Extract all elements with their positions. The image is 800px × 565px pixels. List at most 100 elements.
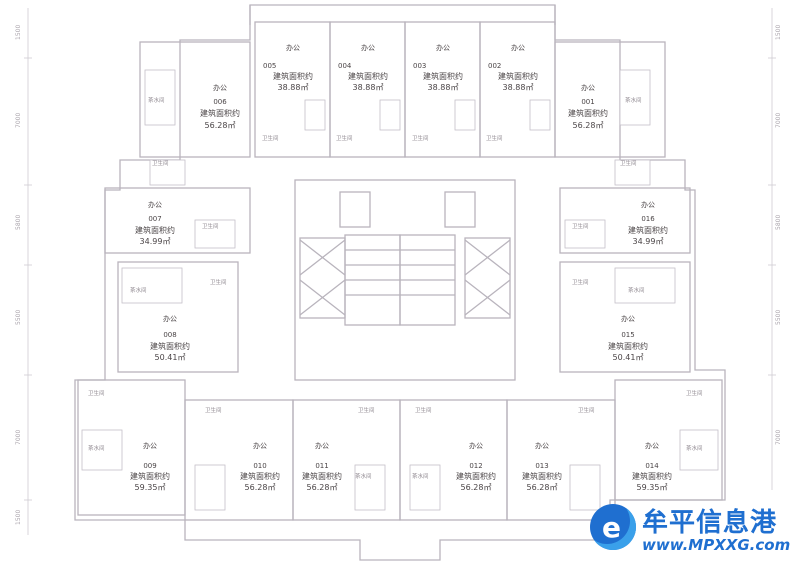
unit-005-use: 办公 bbox=[286, 43, 300, 52]
unit-012-area: 建筑面积约 bbox=[456, 471, 496, 481]
unit-004-sqm: 38.88㎡ bbox=[353, 83, 384, 92]
wc-007: 卫生间 bbox=[202, 222, 219, 230]
unit-016-use: 办公 bbox=[641, 200, 655, 209]
unit-016-sqm: 34.99㎡ bbox=[633, 237, 664, 246]
unit-008-area: 建筑面积约 bbox=[150, 341, 190, 351]
dim-left-5: 7000 bbox=[15, 430, 22, 445]
tea-room-009: 茶水间 bbox=[88, 444, 105, 452]
unit-009-use: 办公 bbox=[143, 441, 157, 450]
wc-004: 卫生间 bbox=[336, 134, 353, 142]
unit-015-area: 建筑面积约 bbox=[608, 341, 648, 351]
upper-side-units bbox=[139, 41, 666, 186]
wc-016: 卫生间 bbox=[572, 222, 589, 230]
unit-003-sqm: 38.88㎡ bbox=[428, 83, 459, 92]
dimension-labels: 1500 7000 5800 5500 7000 1500 1500 7000 … bbox=[15, 25, 782, 525]
wc-002: 卫生间 bbox=[486, 134, 503, 142]
dim-left-2: 7000 bbox=[15, 113, 22, 128]
top-units bbox=[254, 21, 556, 158]
wc-001: 卫生间 bbox=[620, 159, 637, 167]
dim-right-3: 5800 bbox=[775, 215, 782, 230]
mid-upper-units bbox=[104, 187, 691, 254]
dim-left-1: 1500 bbox=[15, 25, 22, 40]
unit-013-area: 建筑面积约 bbox=[522, 471, 562, 481]
logo-url: www.MPXXG.com bbox=[642, 536, 791, 554]
tea-room-012: 茶水间 bbox=[412, 472, 429, 480]
wc-010: 卫生间 bbox=[205, 406, 222, 414]
tea-room-006: 茶水间 bbox=[148, 96, 165, 104]
unit-015-sqm: 50.41㎡ bbox=[613, 353, 644, 362]
unit-010-use: 办公 bbox=[253, 441, 267, 450]
dimension-lines bbox=[24, 8, 776, 535]
unit-012-use: 办公 bbox=[469, 441, 483, 450]
unit-015-no: 015 bbox=[621, 331, 634, 339]
wc-011: 卫生间 bbox=[358, 406, 375, 414]
room-tags: 茶水间 茶水间 卫生间 卫生间 卫生间 卫生间 卫生间 卫生间 卫生间 卫生间 … bbox=[88, 96, 703, 480]
wc-008: 卫生间 bbox=[210, 278, 227, 286]
tea-room-015: 茶水间 bbox=[628, 286, 645, 294]
unit-016-no: 016 bbox=[641, 215, 655, 223]
unit-001-use: 办公 bbox=[581, 83, 595, 92]
unit-014-sqm: 59.35㎡ bbox=[637, 483, 668, 492]
unit-007-area: 建筑面积约 bbox=[135, 225, 175, 235]
unit-015-use: 办公 bbox=[621, 314, 635, 323]
unit-013-no: 013 bbox=[535, 462, 548, 470]
unit-004-no: 004 bbox=[338, 62, 352, 70]
logo-e-icon: e bbox=[590, 504, 636, 550]
wc-012: 卫生间 bbox=[415, 406, 432, 414]
unit-008-no: 008 bbox=[163, 331, 176, 339]
unit-006-sqm: 56.28㎡ bbox=[205, 121, 236, 130]
unit-006-use: 办公 bbox=[213, 83, 227, 92]
unit-001-no: 001 bbox=[581, 98, 594, 106]
unit-010-area: 建筑面积约 bbox=[240, 471, 280, 481]
unit-010-no: 010 bbox=[253, 462, 266, 470]
tea-room-001: 茶水间 bbox=[625, 96, 642, 104]
unit-005-area: 建筑面积约 bbox=[273, 71, 313, 81]
wc-006: 卫生间 bbox=[152, 159, 169, 167]
dim-right-4: 5500 bbox=[775, 310, 782, 325]
wc-013: 卫生间 bbox=[578, 406, 595, 414]
unit-002-area: 建筑面积约 bbox=[498, 71, 538, 81]
unit-013-use: 办公 bbox=[535, 441, 549, 450]
dim-left-6: 1500 bbox=[15, 510, 22, 525]
wc-009: 卫生间 bbox=[88, 389, 105, 397]
unit-007-sqm: 34.99㎡ bbox=[140, 237, 171, 246]
mid-lower-units bbox=[117, 261, 691, 373]
unit-004-use: 办公 bbox=[361, 43, 375, 52]
unit-003-use: 办公 bbox=[436, 43, 450, 52]
unit-008-sqm: 50.41㎡ bbox=[155, 353, 186, 362]
elevator-core bbox=[294, 179, 516, 381]
unit-012-no: 012 bbox=[469, 462, 482, 470]
unit-002-no: 002 bbox=[488, 62, 501, 70]
unit-009-area: 建筑面积约 bbox=[130, 471, 170, 481]
tea-room-008: 茶水间 bbox=[130, 286, 147, 294]
unit-014-no: 014 bbox=[645, 462, 659, 470]
unit-008-use: 办公 bbox=[163, 314, 177, 323]
unit-001-area: 建筑面积约 bbox=[568, 108, 608, 118]
unit-010-sqm: 56.28㎡ bbox=[245, 483, 276, 492]
unit-002-sqm: 38.88㎡ bbox=[503, 83, 534, 92]
wc-003: 卫生间 bbox=[412, 134, 429, 142]
dim-right-5: 7000 bbox=[775, 430, 782, 445]
unit-011-sqm: 56.28㎡ bbox=[307, 483, 338, 492]
unit-012-sqm: 56.28㎡ bbox=[461, 483, 492, 492]
unit-009-sqm: 59.35㎡ bbox=[135, 483, 166, 492]
tea-room-014: 茶水间 bbox=[686, 444, 703, 452]
unit-011-use: 办公 bbox=[315, 441, 329, 450]
unit-004-area: 建筑面积约 bbox=[348, 71, 388, 81]
dim-left-4: 5500 bbox=[15, 310, 22, 325]
unit-009-no: 009 bbox=[143, 462, 156, 470]
wc-005: 卫生间 bbox=[262, 134, 279, 142]
unit-labels: 办公 005 建筑面积约 38.88㎡ 办公 004 建筑面积约 38.88㎡ … bbox=[130, 43, 672, 492]
dim-right-1: 1500 bbox=[775, 25, 782, 40]
unit-006-no: 006 bbox=[213, 98, 227, 106]
unit-005-sqm: 38.88㎡ bbox=[278, 83, 309, 92]
unit-014-area: 建筑面积约 bbox=[632, 471, 672, 481]
logo-name: 牟平信息港 bbox=[642, 508, 778, 538]
unit-003-no: 003 bbox=[413, 62, 426, 70]
unit-013-sqm: 56.28㎡ bbox=[527, 483, 558, 492]
unit-006-area: 建筑面积约 bbox=[200, 108, 240, 118]
site-watermark-logo: e 牟平信息港 www.MPXXG.com bbox=[590, 500, 795, 558]
dim-right-2: 7000 bbox=[775, 113, 782, 128]
unit-016-area: 建筑面积约 bbox=[628, 225, 668, 235]
